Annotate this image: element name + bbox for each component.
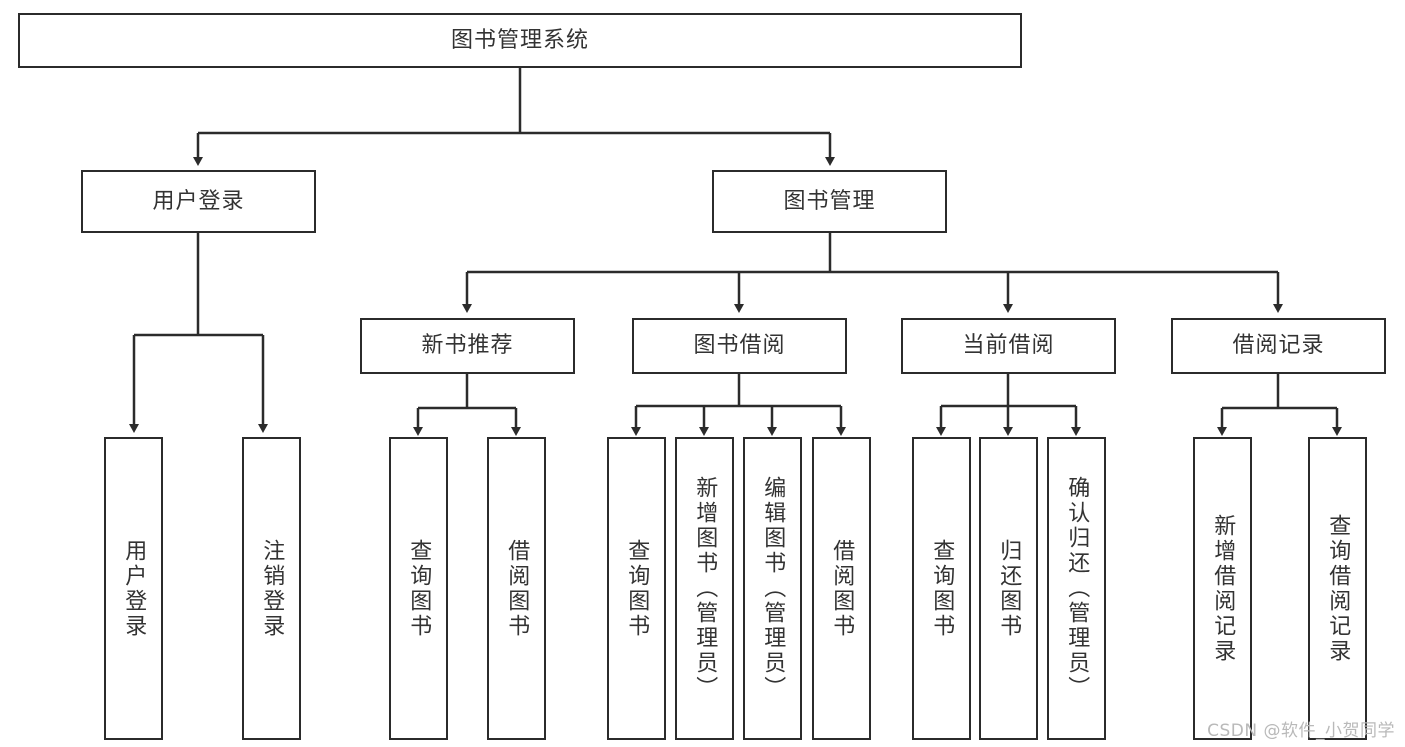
node-leaf-query-book-1[interactable]: 查询图书 xyxy=(389,437,448,740)
node-label: 新增图书（管理员） xyxy=(692,476,718,701)
node-leaf-query-book-3[interactable]: 查询图书 xyxy=(912,437,971,740)
node-leaf-logout-login[interactable]: 注销登录 xyxy=(242,437,301,740)
node-label: 查询图书 xyxy=(929,538,955,639)
node-label: 新增借阅记录 xyxy=(1210,513,1236,664)
node-leaf-confirm-return-admin[interactable]: 确认归还（管理员） xyxy=(1047,437,1106,740)
node-book-management[interactable]: 图书管理 xyxy=(712,170,947,233)
node-label: 借阅图书 xyxy=(504,538,530,639)
node-label: 图书借阅 xyxy=(693,333,786,359)
node-current-borrow[interactable]: 当前借阅 xyxy=(901,318,1116,374)
node-label: 确认归还（管理员） xyxy=(1064,476,1090,701)
node-borrow-record[interactable]: 借阅记录 xyxy=(1171,318,1386,374)
node-leaf-add-book-admin[interactable]: 新增图书（管理员） xyxy=(675,437,734,740)
node-label: 新书推荐 xyxy=(421,333,514,359)
node-leaf-add-borrow-record[interactable]: 新增借阅记录 xyxy=(1193,437,1252,740)
node-leaf-return-book[interactable]: 归还图书 xyxy=(979,437,1038,740)
node-label: 注销登录 xyxy=(259,538,285,639)
node-leaf-edit-book-admin[interactable]: 编辑图书（管理员） xyxy=(743,437,802,740)
node-label: 用户登录 xyxy=(152,188,245,214)
node-label: 用户登录 xyxy=(121,538,147,639)
node-label: 图书管理 xyxy=(783,188,876,214)
node-leaf-query-borrow-record[interactable]: 查询借阅记录 xyxy=(1308,437,1367,740)
csdn-watermark: CSDN @软件_小贺同学 xyxy=(1207,721,1395,741)
node-book-borrow[interactable]: 图书借阅 xyxy=(632,318,847,374)
node-leaf-query-book-2[interactable]: 查询图书 xyxy=(607,437,666,740)
node-label: 图书管理系统 xyxy=(450,27,589,53)
node-leaf-borrow-book-1[interactable]: 借阅图书 xyxy=(487,437,546,740)
node-label: 查询图书 xyxy=(624,538,650,639)
node-label: 借阅图书 xyxy=(829,538,855,639)
node-label: 编辑图书（管理员） xyxy=(760,476,786,701)
node-root-book-management-system[interactable]: 图书管理系统 xyxy=(18,13,1022,68)
node-new-book-recommend[interactable]: 新书推荐 xyxy=(360,318,575,374)
node-label: 当前借阅 xyxy=(962,333,1055,359)
node-label: 查询图书 xyxy=(406,538,432,639)
node-label: 归还图书 xyxy=(996,538,1022,639)
node-label: 查询借阅记录 xyxy=(1325,513,1351,664)
node-label: 借阅记录 xyxy=(1232,333,1325,359)
node-user-login[interactable]: 用户登录 xyxy=(81,170,316,233)
node-leaf-user-login[interactable]: 用户登录 xyxy=(104,437,163,740)
node-leaf-borrow-book-2[interactable]: 借阅图书 xyxy=(812,437,871,740)
